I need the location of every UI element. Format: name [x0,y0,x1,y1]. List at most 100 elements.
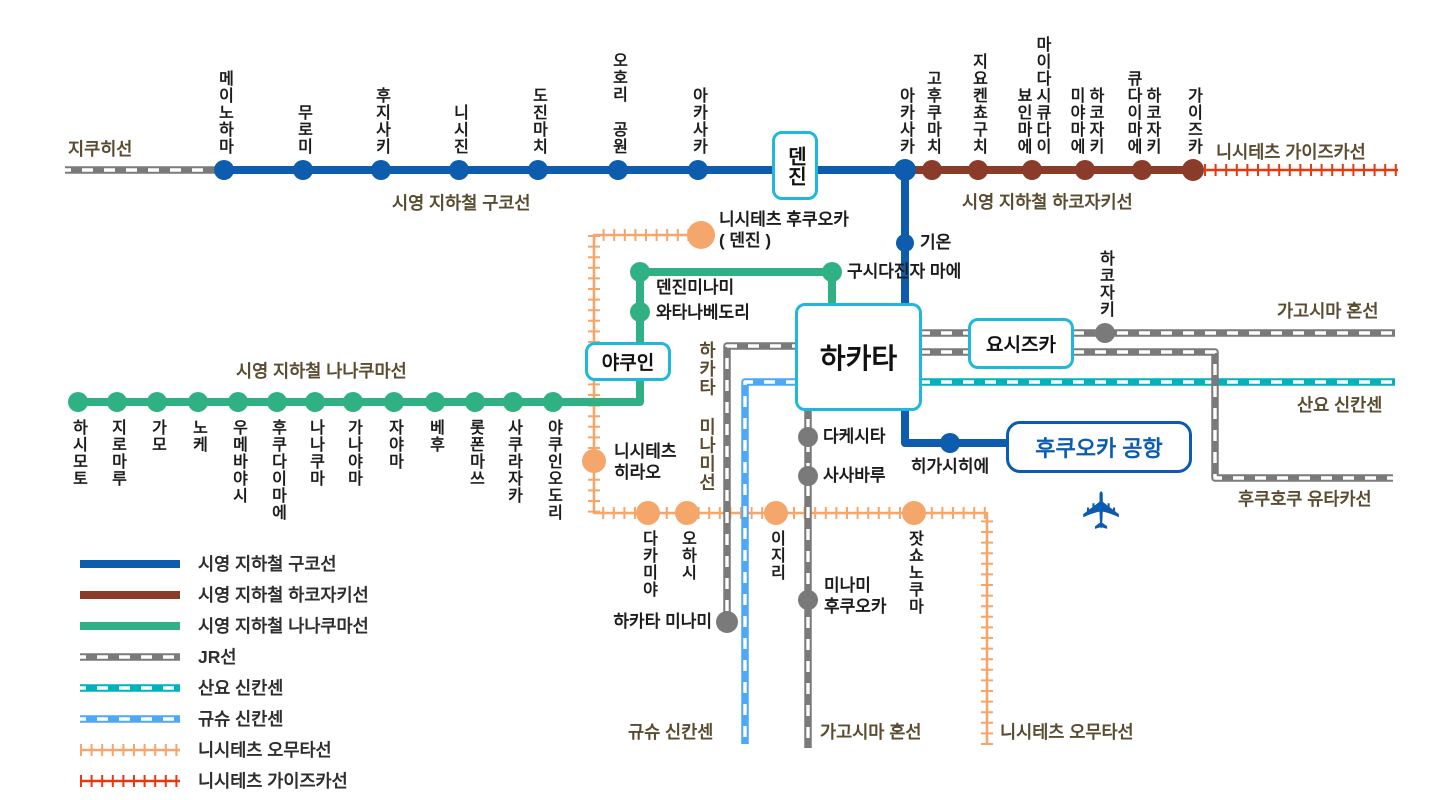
station-dot [188,392,208,412]
station-dot [582,449,606,473]
station-dot [716,611,738,633]
station-label: 오호리 공원 [609,52,627,155]
station-dot [267,392,287,412]
station-dot [228,392,248,412]
station-label: 하코자키 미야마에 [1067,87,1103,155]
station-dot [293,160,313,180]
legend-item: 시영 지하철 나나쿠마선 [78,610,369,641]
line-name-label: 시영 지하철 나나쿠마선 [236,361,407,381]
legend-line-sample [80,683,180,692]
legend-item-label: 시영 지하철 구코선 [198,554,337,574]
station-dot [822,262,842,282]
station-label: 무로미 [294,104,312,155]
station-label: 도진마치 [529,87,547,155]
station-box: 요시즈카 [968,318,1074,369]
legend-item-label: 시영 지하철 하코자키선 [198,585,369,605]
airplane-glyph: ✈ [1074,488,1132,532]
station-dot [630,262,650,282]
station-label: 지로마루 [108,419,126,487]
line-name-label: 하카타 미나미선 [697,341,717,492]
station-dot [798,590,818,610]
station-dot [798,427,818,447]
station-dot [343,392,363,412]
station-label: 하시모토 [69,419,87,487]
station-label: 야쿠인오도리 [544,419,562,521]
station-label: 아카사카 [689,87,707,155]
station-dot [503,392,523,412]
station-label: 후지사키 [372,87,390,155]
line-name-label: 시영 지하철 하코자키선 [962,192,1133,212]
legend-item: 산요 신칸센 [78,672,369,703]
legend-item-label: 니시테츠 가이즈카선 [198,771,348,791]
station-dot [902,501,926,525]
station-label: 다카미야 [639,530,657,598]
legend-item: 니시테츠 오무타선 [78,734,369,765]
line-omuta-ticks [588,229,993,745]
station-dot [449,160,469,180]
legend-line-sample [80,714,180,723]
line-jr-hakata-minami-dash [725,344,798,622]
station-label: 가이즈카 [1184,87,1202,155]
station-dot [425,392,445,412]
station-label: 미나미 후쿠오카 [824,576,887,616]
station-label: 오하시 [678,530,696,581]
station-box: 야쿠인 [585,342,671,381]
station-box: 후쿠오카 공항 [1006,421,1192,473]
station-label: 후쿠다이마에 [268,419,286,521]
line-name-label: 규슈 신칸센 [628,722,714,742]
line-name-label: 시영 지하철 구코선 [392,193,531,213]
line-name-label: 니시테츠 오무타선 [1000,722,1134,742]
station-dot [894,159,916,181]
station-box-label: 후쿠오카 공항 [1035,436,1163,461]
station-label: 와타나베도리 [656,303,750,322]
station-label: 고후쿠마치 [923,70,941,155]
station-dot [630,302,650,322]
station-label: 마이다시큐다이 뵤인마에 [1014,36,1050,155]
station-label: 사쿠라자카 [504,419,522,504]
station-label: 롯폰마쓰 [466,419,484,487]
station-dot [940,433,960,453]
legend-item: 규슈 신칸센 [78,703,369,734]
station-dot [687,221,715,249]
station-dot [384,392,404,412]
station-dot [543,392,563,412]
legend-line-sample [80,559,180,568]
station-label: 니시진 [450,104,468,155]
station-dot [1022,160,1042,180]
station-label: 사사바루 [823,466,886,485]
station-box-label: 야쿠인 [601,353,655,374]
line-omuta [592,233,989,745]
line-name-label: 가고시마 혼선 [820,722,922,742]
line-kyushu-shinkansen-dash [743,380,858,744]
legend-line-sample [80,774,180,787]
station-label: 구시다진자 마에 [847,262,962,281]
station-label: 하코자키 큐다이마에 [1124,70,1160,155]
station-dot [107,392,127,412]
station-dot [608,160,628,180]
legend-item-label: JR선 [198,647,237,667]
legend-line-sample [80,590,180,599]
station-label: 덴진미나미 [656,278,735,297]
station-label: 메이노하마 [215,70,233,155]
legend-item-label: 규슈 신칸센 [198,709,284,729]
line-jr-hakata-minami [723,342,798,622]
station-dot [68,392,88,412]
line-name-label: 후쿠호쿠 유타카선 [1238,489,1372,509]
station-box: 덴진 [772,131,818,200]
station-label: 나나쿠마 [306,419,324,487]
station-label: 베후 [426,419,444,453]
station-dot [968,160,988,180]
legend-item: JR선 [78,641,369,672]
legend-item-label: 시영 지하철 나나쿠마선 [198,616,369,636]
station-dot [1182,159,1204,181]
station-dot [1095,323,1115,343]
station-label: 자야마 [385,419,403,470]
station-dot [305,392,325,412]
legend-item: 시영 지하철 하코자키선 [78,579,369,610]
station-label: 하카타 미나미 [613,612,712,631]
station-label: 아카사카 [896,87,914,155]
line-name-label: 니시테츠 가이즈카선 [1216,142,1366,162]
legend-item-label: 산요 신칸센 [198,678,284,698]
legend-item: 시영 지하철 구코선 [78,548,369,579]
